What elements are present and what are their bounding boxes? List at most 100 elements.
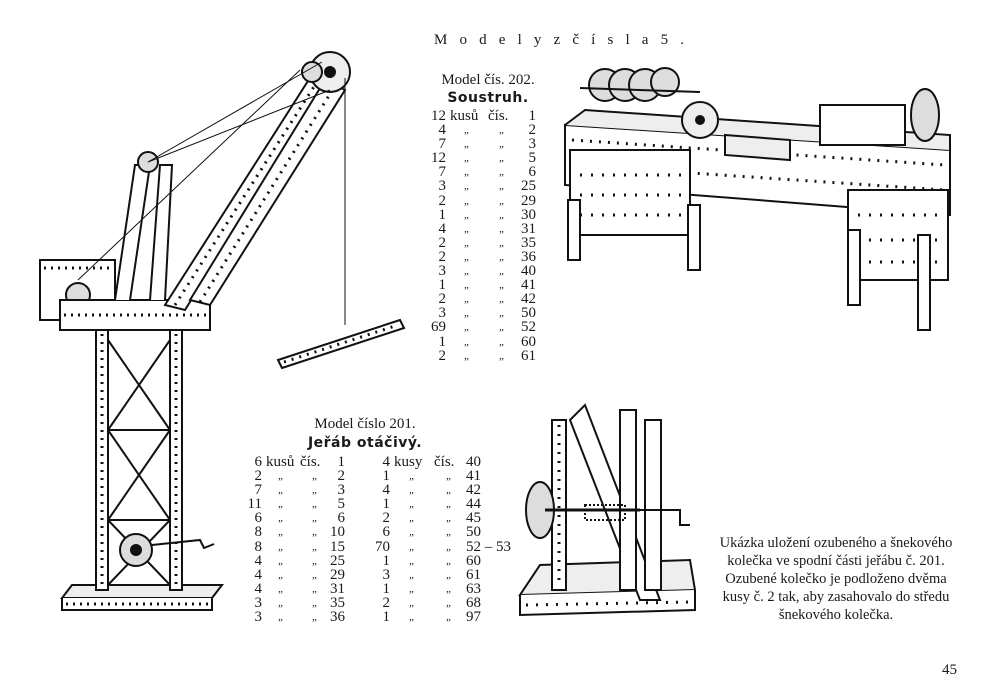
number-label: čís. <box>300 454 321 470</box>
part-number: 29 <box>521 192 536 209</box>
unit-label: „ <box>277 568 285 581</box>
part-number: 52 – 53 <box>466 538 511 555</box>
number-label: „ <box>311 484 319 497</box>
number-label: „ <box>445 582 453 595</box>
part-quantity: 1 <box>382 468 391 485</box>
number-label: „ <box>498 208 506 221</box>
part-quantity: 3 <box>438 263 447 280</box>
unit-label: „ <box>463 236 471 249</box>
number-label: „ <box>445 470 453 483</box>
number-label: „ <box>445 611 453 624</box>
unit-label: kusů <box>450 108 479 124</box>
number-label: „ <box>311 554 319 567</box>
part-number: 41 <box>521 277 536 294</box>
part-number: 1 <box>337 454 346 470</box>
part-number: 97 <box>466 609 481 626</box>
number-label: čís. <box>434 454 455 470</box>
unit-label: „ <box>408 512 416 525</box>
part-number: 6 <box>337 510 346 527</box>
part-number: 52 <box>521 319 536 336</box>
unit-label: „ <box>463 208 471 221</box>
part-number: 31 <box>330 580 345 597</box>
unit-label: „ <box>463 349 471 362</box>
unit-label: „ <box>408 484 416 497</box>
unit-label: „ <box>277 470 285 483</box>
part-number: 36 <box>521 248 536 265</box>
part-quantity: 4 <box>254 566 263 583</box>
part-quantity: 4 <box>438 122 447 139</box>
part-number: 35 <box>330 594 345 611</box>
part-quantity: 7 <box>438 164 447 181</box>
number-label: čís. <box>488 108 509 124</box>
part-number: 29 <box>330 566 345 583</box>
number-label: „ <box>445 512 453 525</box>
unit-label: „ <box>463 138 471 151</box>
part-quantity: 7 <box>254 482 263 499</box>
number-label: „ <box>498 349 506 362</box>
part-quantity: 2 <box>382 594 391 611</box>
part-number: 6 <box>528 164 537 181</box>
unit-label: „ <box>408 611 416 624</box>
number-label: „ <box>445 554 453 567</box>
page-title: M o d e l y z č í s l a 5 . <box>434 32 689 48</box>
number-label: „ <box>311 568 319 581</box>
number-label: „ <box>445 484 453 497</box>
unit-label: „ <box>408 596 416 609</box>
unit-label: „ <box>463 194 471 207</box>
unit-label: „ <box>463 166 471 179</box>
part-quantity: 3 <box>254 594 263 611</box>
table-row: 2„„42 <box>428 292 537 307</box>
number-label: „ <box>311 596 319 609</box>
table-row: 1„„41 <box>428 277 537 294</box>
part-quantity: 2 <box>254 468 263 485</box>
number-label: „ <box>445 596 453 609</box>
caption-line: kolečka ve spodní části jeřábu č. 201. <box>727 553 945 569</box>
number-label: „ <box>498 265 506 278</box>
unit-label: „ <box>463 124 471 137</box>
unit-label: „ <box>463 250 471 263</box>
part-number: 10 <box>330 524 345 541</box>
part-number: 2 <box>337 468 346 485</box>
unit-label: „ <box>463 152 471 165</box>
part-quantity: 1 <box>382 496 391 513</box>
number-label: „ <box>311 498 319 511</box>
caption-line: Ukázka uložení ozubeného a šnekového <box>719 535 953 551</box>
unit-label: „ <box>277 540 285 553</box>
part-quantity: 3 <box>382 566 391 583</box>
part-number: 3 <box>337 482 346 499</box>
table-row: 3„„50 <box>428 305 537 322</box>
caption-line: šnekového kolečka. <box>778 607 894 623</box>
part-number: 3 <box>528 136 537 153</box>
table-row: 12„„5 <box>428 151 536 166</box>
part-number: 61 <box>521 347 536 364</box>
caption-line: kusy č. 2 tak, aby zasahovalo do středu <box>722 589 950 605</box>
part-number: 60 <box>521 333 536 350</box>
part-quantity: 2 <box>438 248 447 265</box>
part-quantity: 3 <box>438 305 447 322</box>
part-number: 45 <box>466 510 481 527</box>
table-row: 2„„36 <box>428 248 537 265</box>
part-number: 36 <box>330 609 345 626</box>
number-label: „ <box>445 526 453 539</box>
unit-label: „ <box>463 279 471 292</box>
unit-label: „ <box>463 293 471 306</box>
unit-label: „ <box>408 470 416 483</box>
unit-label: kusy <box>394 454 423 470</box>
part-quantity: 6 <box>382 524 391 541</box>
model-201-heading: Model číslo 201. <box>314 416 416 432</box>
part-number: 41 <box>466 468 481 485</box>
number-label: „ <box>498 335 506 348</box>
part-number: 42 <box>466 482 481 499</box>
